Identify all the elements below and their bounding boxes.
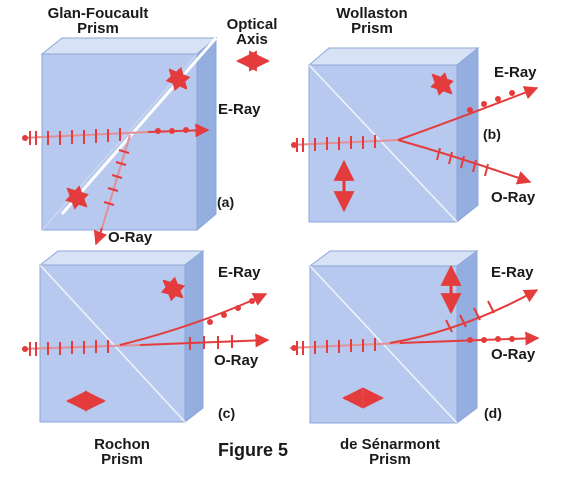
- prism-c-rochon: [38, 249, 205, 424]
- title-rochon-line1: Rochon: [94, 436, 150, 453]
- panel-label-b: (b): [483, 126, 501, 142]
- rays-d: [289, 289, 540, 355]
- title-senarmont: de Sénarmont Prism: [320, 437, 460, 467]
- title-glan-foucault-line1: Glan-Foucault: [47, 5, 149, 22]
- title-optical-axis-line2: Axis: [236, 31, 268, 48]
- rays-a: [21, 123, 210, 246]
- panel-label-c: (c): [218, 405, 236, 421]
- o-ray-label-c: O-Ray: [214, 352, 259, 369]
- title-glan-foucault-line2: Prism: [77, 20, 119, 37]
- prism-b-wollaston: [307, 46, 480, 224]
- title-optical-axis-line1: Optical: [226, 16, 278, 33]
- title-wollaston-line2: Prism: [351, 20, 393, 37]
- o-ray-label-b: O-Ray: [491, 189, 536, 206]
- e-ray-label-c: E-Ray: [218, 264, 261, 281]
- title-rochon-line2: Prism: [101, 451, 143, 468]
- title-wollaston-line1: Wollaston: [336, 5, 408, 22]
- title-optical-axis: Optical Axis: [212, 17, 292, 47]
- title-senarmont-line1: de Sénarmont: [339, 436, 441, 453]
- title-glan-foucault: Glan-Foucault Prism: [28, 6, 168, 36]
- o-ray-label-a: O-Ray: [108, 229, 153, 246]
- optic-axis-arrows: [65, 50, 462, 412]
- rays-c: [21, 293, 270, 356]
- title-rochon: Rochon Prism: [72, 437, 172, 467]
- figure-label: Figure 5: [218, 440, 289, 460]
- o-ray-label-d: O-Ray: [491, 346, 536, 363]
- e-ray-label-b: E-Ray: [494, 64, 537, 81]
- rays-b: [290, 86, 539, 185]
- prism-a-glan-foucault: [40, 36, 218, 232]
- e-ray-label-a: E-Ray: [218, 101, 261, 118]
- e-ray-label-d: E-Ray: [491, 264, 534, 281]
- panel-label-d: (d): [484, 405, 502, 421]
- title-wollaston: Wollaston Prism: [317, 6, 427, 36]
- panel-label-a: (a): [217, 194, 235, 210]
- title-senarmont-line2: Prism: [369, 451, 411, 468]
